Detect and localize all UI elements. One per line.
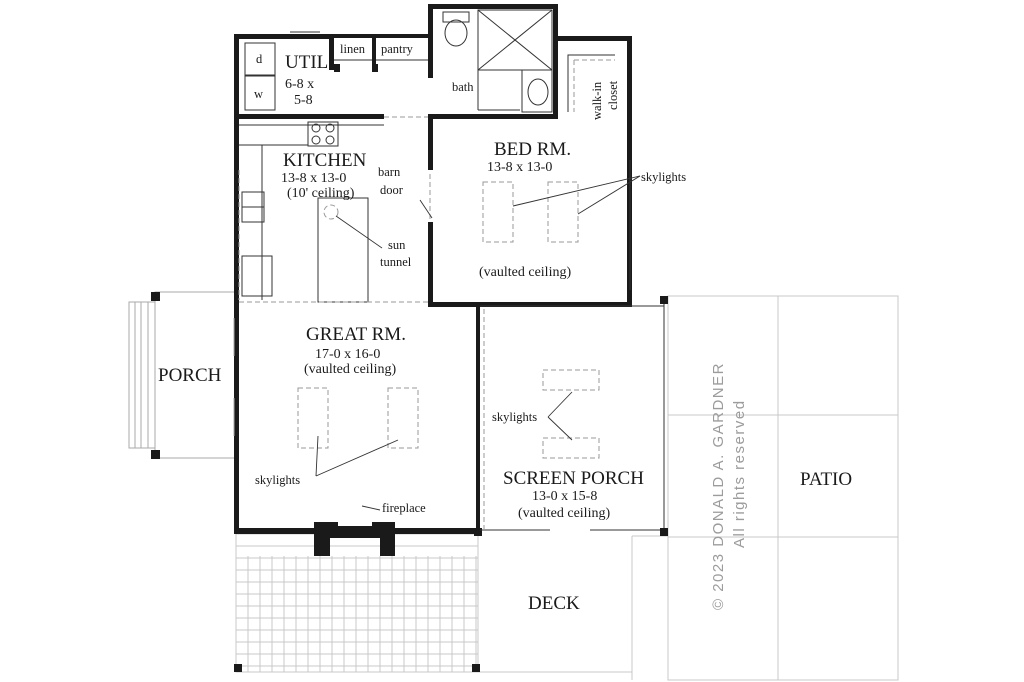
bath-label: bath	[452, 80, 474, 94]
skylight-outlines	[297, 181, 600, 459]
great-room-name: GREAT RM.	[306, 324, 406, 345]
sun-tunnel-label-1: sun	[388, 238, 406, 252]
fixtures	[233, 9, 665, 531]
bed-room-note: (vaulted ceiling)	[479, 265, 571, 280]
great-room-dims: 17-0 x 16-0	[315, 347, 380, 362]
screen-porch-dims: 13-0 x 15-8	[532, 489, 597, 504]
barn-door-label-2: door	[380, 183, 404, 197]
util-room-dim1: 6-8 x	[285, 77, 314, 92]
bed-room-dims: 13-8 x 13-0	[487, 160, 552, 175]
barn-door-label-1: barn	[378, 165, 401, 179]
skylights-great-label: skylights	[255, 473, 300, 487]
great-room-note: (vaulted ceiling)	[304, 362, 396, 377]
skylights-bed-label: skylights	[641, 170, 686, 184]
washer-label: w	[254, 87, 263, 101]
copyright-line-1: © 2023 DONALD A. GARDNER	[710, 362, 727, 610]
deck-area	[235, 533, 632, 673]
patio-area	[631, 295, 899, 681]
walls	[234, 4, 668, 672]
dryer-label: d	[256, 52, 263, 66]
room-labels: UTIL. 6-8 x 5-8 d w linen pantry bath wa…	[158, 42, 852, 614]
linen-label: linen	[340, 42, 366, 56]
util-room-name: UTIL.	[285, 52, 333, 73]
leader-lines	[315, 175, 641, 511]
closet-label: closet	[606, 80, 620, 110]
sun-tunnel-label-2: tunnel	[380, 255, 412, 269]
bed-room-name: BED RM.	[494, 139, 571, 160]
util-room-dim2: 5-8	[294, 93, 313, 108]
kitchen-name: KITCHEN	[283, 150, 367, 171]
porch-area	[128, 291, 237, 459]
porch-label: PORCH	[158, 365, 222, 386]
kitchen-dims: 13-8 x 13-0	[281, 171, 346, 186]
deck-label: DECK	[528, 593, 580, 614]
callout-labels: barn door sun tunnel skylights skylights…	[255, 165, 686, 515]
copyright-line-2: All rights reserved	[731, 399, 748, 548]
screen-porch-note: (vaulted ceiling)	[518, 506, 610, 521]
screen-porch-name: SCREEN PORCH	[503, 468, 644, 489]
copyright-watermark: © 2023 DONALD A. GARDNER All rights rese…	[710, 362, 748, 610]
fireplace-label: fireplace	[382, 501, 426, 515]
skylights-screen-label: skylights	[492, 410, 537, 424]
walk-in-label: walk-in	[590, 81, 604, 120]
pantry-label: pantry	[381, 42, 414, 56]
kitchen-note: (10' ceiling)	[287, 186, 355, 201]
patio-label: PATIO	[800, 469, 852, 490]
